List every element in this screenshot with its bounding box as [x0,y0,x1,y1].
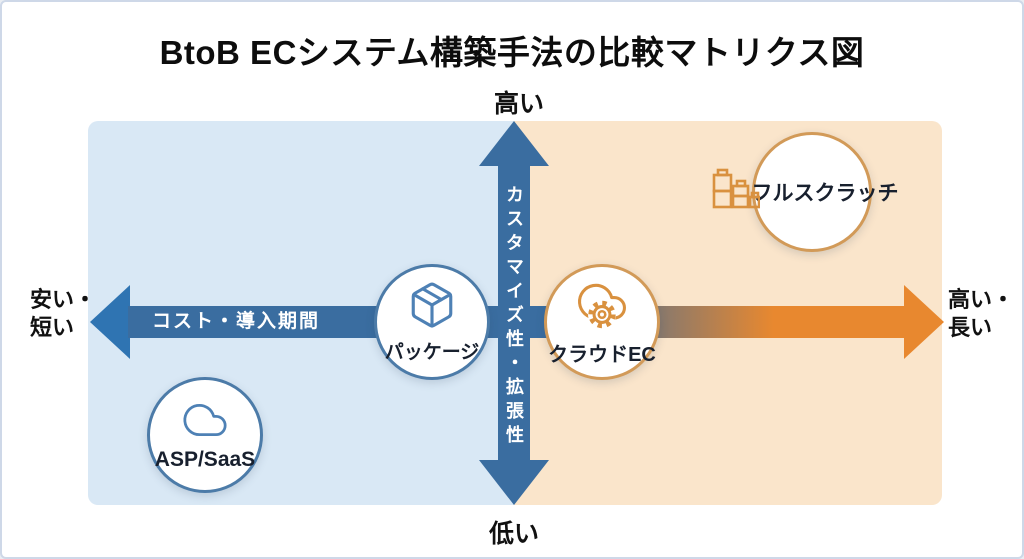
x-axis-min-line1: 安い・ [30,287,97,312]
x-axis-max-line2: 長い [948,315,993,340]
page-title: BtoB ECシステム構築手法の比較マトリクス図 [159,34,865,71]
cloud-gear-icon [574,277,630,336]
node-full-scratch: フルスクラッチ [752,132,899,252]
x-axis-max-label: 高い・ 長い [948,286,1014,342]
package-box-icon [407,280,457,335]
y-axis-max-label: 高い [493,90,544,118]
node-label: フルスクラッチ [751,182,899,205]
building-blocks-icon [710,168,761,219]
node-package: パッケージ [374,264,490,380]
cloud-icon [174,398,236,447]
node-cloud-ec: クラウドEC [544,264,660,380]
node-label: ASP/SaaS [154,448,256,471]
node-label: クラウドEC [548,344,656,366]
node-asp-saas: ASP/SaaS [147,377,263,493]
x-axis-label: コスト・導入期間 [152,311,321,332]
x-axis-max-line1: 高い・ [948,287,1015,312]
node-label: パッケージ [384,342,480,363]
y-axis-min-label: 低い [488,520,539,548]
x-axis-min-label: 安い・ 短い [30,286,96,342]
y-axis-label: カスタマイズ性・拡張性 [504,185,524,449]
x-axis-min-line2: 短い [30,315,75,340]
y-axis-arrow-shaft [498,163,530,463]
